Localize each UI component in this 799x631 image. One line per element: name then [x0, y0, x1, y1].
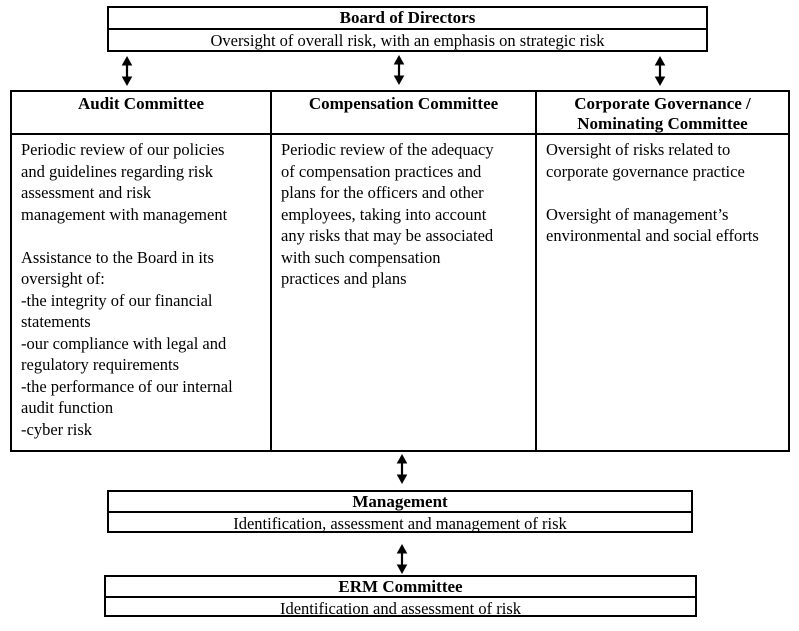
- governance-nominating-committee-body: Oversight of risks related to corporate …: [546, 140, 759, 245]
- compensation-committee-header: Compensation Committee: [272, 92, 535, 135]
- audit-committee-column: Audit Committee Periodic review of our p…: [12, 92, 270, 450]
- erm-committee-box: ERM Committee Identification and assessm…: [104, 575, 697, 618]
- management-box: Management Identification, assessment an…: [107, 490, 693, 533]
- erm-subtitle: Identification and assessment of risk: [279, 599, 522, 618]
- governance-nominating-committee-column: Corporate Governance / Nominating Commit…: [535, 92, 788, 450]
- compensation-committee-column: Compensation Committee Periodic review o…: [270, 92, 535, 450]
- compensation-committee-body: Periodic review of the adequacy of compe…: [281, 140, 494, 288]
- board-subtitle: Oversight of overall risk, with an empha…: [210, 31, 605, 50]
- management-title: Management: [109, 492, 691, 513]
- board-of-directors-box: Board of Directors Oversight of overall …: [107, 6, 708, 52]
- audit-committee-body: Periodic review of our policies and guid…: [21, 140, 233, 439]
- double-arrow-icon: [121, 56, 133, 86]
- double-arrow-icon: [393, 55, 405, 85]
- erm-title: ERM Committee: [106, 577, 695, 598]
- management-subtitle: Identification, assessment and managemen…: [233, 514, 567, 533]
- board-title: Board of Directors: [109, 8, 706, 30]
- governance-nominating-committee-header: Corporate Governance / Nominating Commit…: [537, 92, 788, 135]
- double-arrow-icon: [396, 454, 408, 484]
- audit-committee-header: Audit Committee: [12, 92, 270, 135]
- double-arrow-icon: [654, 56, 666, 86]
- double-arrow-icon: [396, 544, 408, 574]
- committees-table: Audit Committee Periodic review of our p…: [10, 90, 790, 452]
